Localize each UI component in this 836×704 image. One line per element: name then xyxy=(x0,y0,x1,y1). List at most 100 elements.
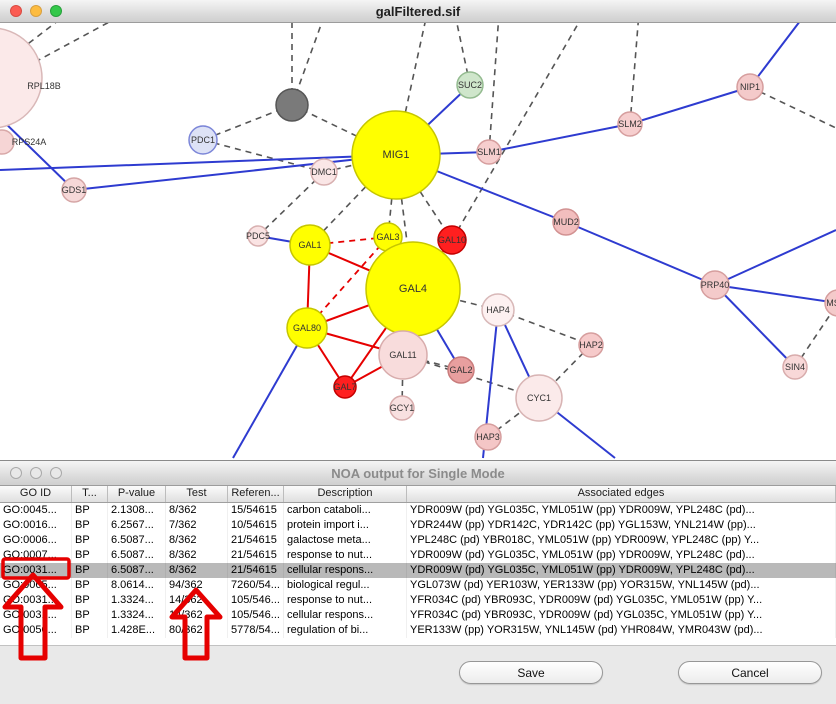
table-cell: BP xyxy=(72,548,108,563)
table-cell: biological regul... xyxy=(284,578,407,593)
network-node-MUD2[interactable] xyxy=(552,208,580,236)
table-cell: YFR034C (pd) YBR093C, YDR009W (pd) YGL03… xyxy=(407,593,836,608)
table-cell: cellular respons... xyxy=(284,563,407,578)
close-icon[interactable] xyxy=(10,467,22,479)
table-cell: 6.2567... xyxy=(108,518,166,533)
table-cell: GO:0065... xyxy=(0,578,72,593)
network-node-label-GAL3: GAL3 xyxy=(376,232,399,242)
network-node-GAL1[interactable] xyxy=(289,224,331,266)
network-node-GRAY1[interactable] xyxy=(275,88,309,122)
column-header-test[interactable]: Test xyxy=(166,485,228,502)
table-cell: YFR034C (pd) YBR093C, YDR009W (pd) YGL03… xyxy=(407,608,836,623)
table-cell: cellular respons... xyxy=(284,608,407,623)
network-node-GAL7[interactable] xyxy=(333,375,357,399)
network-edge-pd xyxy=(714,284,836,304)
zoom-icon[interactable] xyxy=(50,467,62,479)
network-edge-pd xyxy=(232,327,308,459)
table-cell: 1.3324... xyxy=(108,593,166,608)
table-cell: BP xyxy=(72,623,108,638)
network-node-label-PDC1: PDC1 xyxy=(191,135,215,145)
table-cell: YDR009W (pd) YGL035C, YML051W (pp) YDR00… xyxy=(407,563,836,578)
network-node-HAP3[interactable] xyxy=(474,423,502,451)
table-cell: 8/362 xyxy=(166,548,228,563)
network-node-label-GAL1: GAL1 xyxy=(298,240,321,250)
network-node-GCY1[interactable] xyxy=(389,395,415,421)
network-node-label-RPL18B: RPL18B xyxy=(27,81,61,91)
network-node-GAL11[interactable] xyxy=(378,330,428,380)
table-cell: 80/362 xyxy=(166,623,228,638)
network-edge-pp xyxy=(451,0,593,241)
table-cell: GO:0006... xyxy=(0,533,72,548)
network-node-label-GAL11: GAL11 xyxy=(389,350,416,360)
column-header-associated-edges[interactable]: Associated edges xyxy=(407,485,836,502)
network-node-HAP2[interactable] xyxy=(578,332,604,358)
network-node-SUC2[interactable] xyxy=(456,71,484,99)
network-node-RPS24A[interactable] xyxy=(0,129,15,155)
column-header-go-id[interactable]: GO ID xyxy=(0,485,72,502)
network-node-PRP40[interactable] xyxy=(700,270,730,300)
network-node-GDS1[interactable] xyxy=(61,177,87,203)
network-node-NIP1[interactable] xyxy=(736,73,764,101)
column-header-p-value[interactable]: P-value xyxy=(108,485,166,502)
network-node-PDC1[interactable] xyxy=(188,125,218,155)
network-node-PDC5[interactable] xyxy=(247,225,269,247)
zoom-icon[interactable] xyxy=(50,5,62,17)
table-cell: GO:0050... xyxy=(0,623,72,638)
column-header-t-[interactable]: T... xyxy=(72,485,108,502)
minimize-icon[interactable] xyxy=(30,5,42,17)
column-header-description[interactable]: Description xyxy=(284,485,407,502)
network-node-HAP4[interactable] xyxy=(481,293,515,327)
table-cell: galactose meta... xyxy=(284,533,407,548)
network-node-SIN4[interactable] xyxy=(782,354,808,380)
table-cell: YDR009W (pd) YGL035C, YML051W (pp) YDR00… xyxy=(407,548,836,563)
table-cell: 8/362 xyxy=(166,533,228,548)
cancel-button[interactable]: Cancel xyxy=(678,661,822,684)
close-icon[interactable] xyxy=(10,5,22,17)
table-cell: YER133W (pp) YOR315W, YNL145W (pd) YHR08… xyxy=(407,623,836,638)
table-cell: 14/362 xyxy=(166,593,228,608)
network-edge-pp xyxy=(291,104,397,156)
network-node-GAL10[interactable] xyxy=(437,225,467,255)
network-node-label-MIG1: MIG1 xyxy=(383,149,410,161)
network-node-label-SLM1: SLM1 xyxy=(477,147,501,157)
network-node-MIG1[interactable] xyxy=(351,110,441,200)
table-cell: 2.1308... xyxy=(108,503,166,518)
table-cell: regulation of bi... xyxy=(284,623,407,638)
table-cell: BP xyxy=(72,563,108,578)
network-node-label-GCY1: GCY1 xyxy=(390,403,415,413)
column-header-referen-[interactable]: Referen... xyxy=(228,485,284,502)
network-node-DMC1[interactable] xyxy=(310,158,338,186)
table-cell: 8/362 xyxy=(166,503,228,518)
network-node-label-DMC1: DMC1 xyxy=(311,167,337,177)
network-edge-pp xyxy=(749,86,836,129)
table-cell: BP xyxy=(72,608,108,623)
minimize-icon[interactable] xyxy=(30,467,42,479)
table-cell: YPL248C (pd) YBR018C, YML051W (pp) YDR00… xyxy=(407,533,836,548)
network-node-MSL1[interactable] xyxy=(824,289,836,317)
network-node-CYC1[interactable] xyxy=(515,374,563,422)
table-cell: BP xyxy=(72,503,108,518)
table-cell: protein import i... xyxy=(284,518,407,533)
network-node-RPL18B[interactable] xyxy=(0,27,43,129)
network-node-SLM1[interactable] xyxy=(476,139,502,165)
table-cell: GO:0016... xyxy=(0,518,72,533)
table-cell: 1.3324... xyxy=(108,608,166,623)
network-node-GAL80[interactable] xyxy=(286,307,328,349)
network-titlebar[interactable]: galFiltered.sif xyxy=(0,0,836,23)
noa-titlebar[interactable]: NOA output for Single Mode xyxy=(0,461,836,486)
table-cell: 5778/54... xyxy=(228,623,284,638)
network-node-label-GAL4: GAL4 xyxy=(399,283,427,295)
network-node-SLM2[interactable] xyxy=(617,111,643,137)
save-button[interactable]: Save xyxy=(459,661,603,684)
network-node-GAL2[interactable] xyxy=(447,356,475,384)
